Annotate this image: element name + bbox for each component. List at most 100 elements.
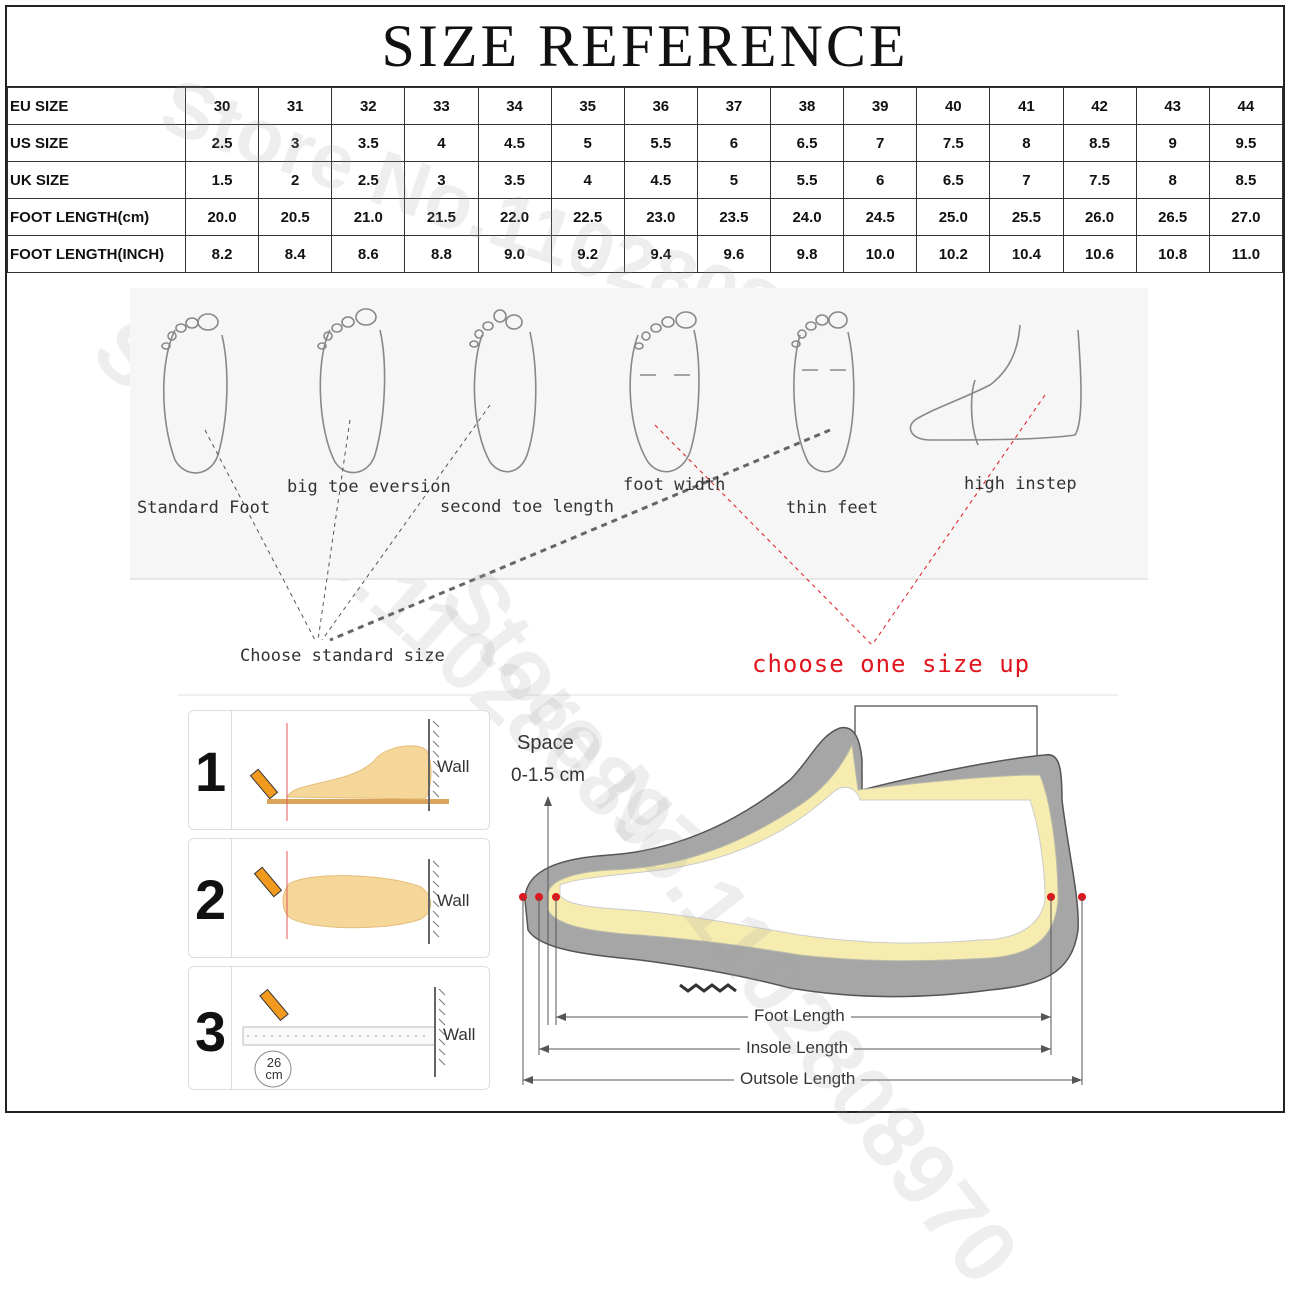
size-cell: 11.0: [1208, 235, 1284, 273]
step-2-number: 2: [195, 868, 227, 931]
big-toe-eversion-icon: [317, 308, 386, 474]
size-cell: 7.5: [916, 124, 991, 162]
size-cell: 8.6: [331, 235, 406, 273]
size-cell: 4.5: [477, 124, 552, 162]
standard-foot-icon: [161, 313, 228, 474]
step-1-foot-icon: [249, 719, 449, 821]
label-choose-standard-size: Choose standard size: [240, 646, 445, 666]
size-cell: 20.5: [258, 198, 333, 236]
outer-frame: [5, 5, 1285, 1113]
thin-feet-icon: [791, 311, 855, 473]
size-cell: 21.5: [404, 198, 479, 236]
row-label: FOOT LENGTH(INCH): [7, 235, 186, 273]
size-cell: 1.5: [184, 161, 260, 199]
size-cell: 21.0: [331, 198, 406, 236]
row-label: UK SIZE: [7, 161, 186, 199]
section-divider: [178, 694, 1118, 696]
size-cell: 5.5: [623, 124, 698, 162]
label-high-instep: high instep: [964, 474, 1077, 494]
size-cell: 32: [331, 87, 406, 125]
size-cell: 35: [550, 87, 625, 125]
size-cell: 43: [1135, 87, 1210, 125]
step-3-wall-label: Wall: [443, 1025, 476, 1044]
size-cell: 8.2: [184, 235, 260, 273]
label-thin-feet: thin feet: [786, 498, 879, 518]
size-cell: 25.0: [916, 198, 991, 236]
size-cell: 7: [843, 124, 918, 162]
outsole-length-label: Outsole Length: [734, 1069, 862, 1089]
size-cell: 27.0: [1208, 198, 1284, 236]
size-cell: 5: [696, 161, 772, 199]
size-cell: 10.6: [1062, 235, 1137, 273]
size-cell: 40: [916, 87, 991, 125]
size-cell: 8.5: [1062, 124, 1137, 162]
size-cell: 6.5: [769, 124, 845, 162]
size-cell: 2: [258, 161, 333, 199]
step-3-measure-value: 26 cm: [265, 1055, 283, 1082]
standard-connector-thick: [329, 428, 831, 642]
size-cell: 6: [696, 124, 772, 162]
step-divider: [231, 839, 232, 957]
size-cell: 2.5: [184, 124, 260, 162]
size-cell: 3: [404, 161, 479, 199]
size-cell: 8.5: [1208, 161, 1284, 199]
size-up-connector-lines: [654, 394, 1046, 646]
size-cell: 24.0: [769, 198, 845, 236]
row-label: FOOT LENGTH(cm): [7, 198, 186, 236]
size-cell: 6.5: [916, 161, 991, 199]
size-cell: 10.2: [916, 235, 991, 273]
page-title: SIZE REFERENCE: [7, 7, 1283, 87]
size-cell: 8: [989, 124, 1064, 162]
step-2-panel: 2 Wall: [188, 838, 490, 958]
foot-width-icon: [629, 311, 700, 473]
size-cell: 5.5: [769, 161, 845, 199]
foot-sketches: [161, 308, 1082, 646]
step-3-panel: 3 Wall 26 cm: [188, 966, 490, 1090]
step-2-wall-label: Wall: [437, 891, 470, 910]
size-cell: 9.8: [769, 235, 845, 273]
size-cell: 8.4: [258, 235, 333, 273]
shoe-cross-section: [519, 705, 1086, 1085]
label-standard-foot: Standard Foot: [137, 498, 271, 518]
size-cell: 10.4: [989, 235, 1064, 273]
size-cell: 4: [550, 161, 625, 199]
size-cell: 23.0: [623, 198, 698, 236]
foot-length-label: Foot Length: [748, 1006, 851, 1026]
arrowheads: [523, 796, 1082, 1084]
size-cell: 6: [843, 161, 918, 199]
size-cell: 25.5: [989, 198, 1064, 236]
size-cell: 9.2: [550, 235, 625, 273]
size-cell: 33: [404, 87, 479, 125]
step-1-panel: 1 Wall: [188, 710, 490, 830]
foot-type-panel: [130, 288, 1148, 580]
label-big-toe-eversion: big toe eversion: [287, 477, 451, 497]
foot-outline: [559, 786, 1046, 944]
insole-length-label: Insole Length: [740, 1038, 855, 1058]
size-cell: 34: [477, 87, 552, 125]
second-toe-length-icon: [469, 309, 537, 473]
size-cell: 3.5: [331, 124, 406, 162]
high-instep-icon: [909, 324, 1082, 446]
step-3-ruler-icon: [242, 987, 446, 1088]
size-cell: 10.8: [1135, 235, 1210, 273]
label-second-toe-length: second toe length: [440, 497, 614, 517]
step-divider: [231, 711, 232, 829]
size-cell: 7.5: [1062, 161, 1137, 199]
size-cell: 9.0: [477, 235, 552, 273]
space-title: Space: [517, 732, 574, 754]
size-cell: 9.4: [623, 235, 698, 273]
size-cell: 9.6: [696, 235, 772, 273]
step-1-wall-label: Wall: [437, 757, 470, 776]
step-2-foot-icon: [253, 851, 440, 944]
label-choose-one-size-up: choose one size up: [752, 650, 1031, 678]
row-label: US SIZE: [7, 124, 186, 162]
step-3-number: 3: [195, 1000, 227, 1063]
space-range: 0-1.5 cm: [511, 765, 585, 786]
size-cell: 41: [989, 87, 1064, 125]
standard-connector-lines: [204, 404, 491, 641]
